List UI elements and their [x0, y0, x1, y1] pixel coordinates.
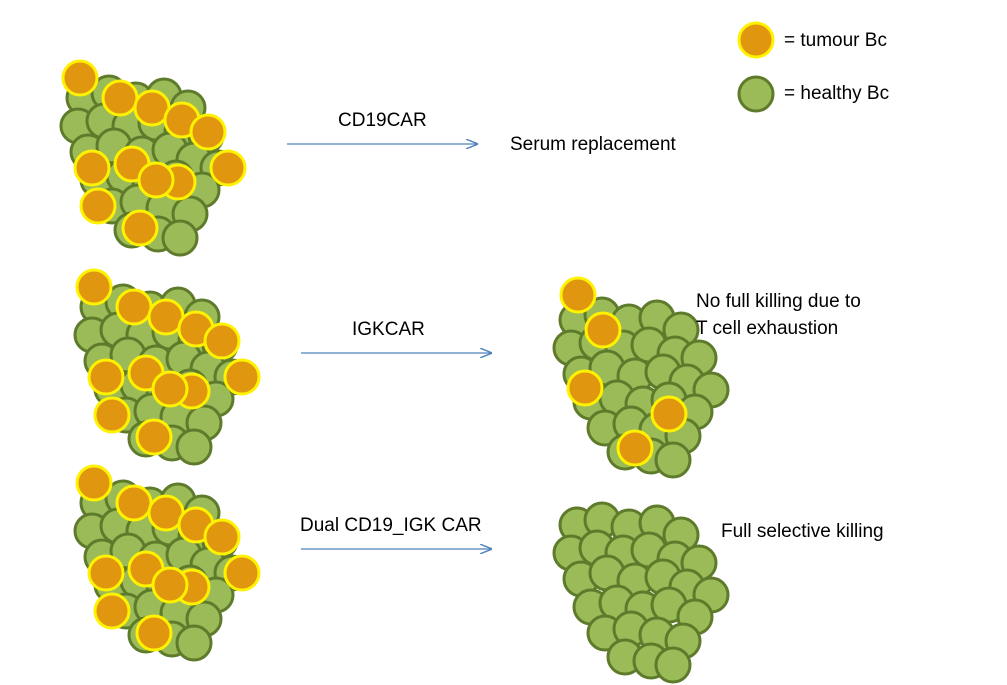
tumour-cell [650, 395, 688, 433]
tumour-cell [209, 149, 247, 187]
cluster-row-2-after [552, 276, 730, 479]
healthy-cell [175, 428, 213, 466]
tumour-cell [73, 149, 111, 187]
tumour-cell [135, 418, 173, 456]
tumour-cell [203, 322, 241, 360]
legend-healthy-swatch [737, 75, 775, 113]
cluster-row-3-before [73, 464, 261, 662]
legend-tumour-label: = tumour Bc [784, 30, 887, 51]
outcome-serum-replacement: Serum replacement [510, 134, 676, 155]
tumour-cell [223, 358, 261, 396]
arrow-label-igkcar: IGKCAR [352, 319, 425, 340]
tumour-cell [61, 59, 99, 97]
tumour-cell [93, 396, 131, 434]
tumour-cell [87, 554, 125, 592]
tumour-cell [87, 358, 125, 396]
tumour-cell [75, 464, 113, 502]
tumour-cell [584, 311, 622, 349]
healthy-cell [161, 219, 199, 257]
arrow-label-cd19car: CD19CAR [338, 110, 427, 131]
outcome-no-full-killing-line-1: No full killing due to [696, 291, 861, 312]
outcome-no-full-killing-line-2: T cell exhaustion [696, 318, 839, 339]
cluster-row-3-after [552, 501, 730, 684]
outcome-full-selective-killing: Full selective killing [721, 521, 884, 542]
tumour-cell [151, 566, 189, 604]
tumour-cell [115, 288, 153, 326]
arrow-label-dual-car: Dual CD19_IGK CAR [300, 515, 482, 536]
tumour-cell [75, 268, 113, 306]
legend-healthy-label: = healthy Bc [784, 83, 890, 104]
tumour-cell [93, 592, 131, 630]
tumour-cell [115, 484, 153, 522]
tumour-cell [223, 554, 261, 592]
tumour-cell [135, 614, 173, 652]
cluster-row-2-before [73, 268, 261, 466]
tumour-cell [151, 370, 189, 408]
legend-tumour-swatch [737, 21, 775, 59]
tumour-cell [79, 187, 117, 225]
healthy-cell [654, 646, 692, 684]
tumour-cell [566, 369, 604, 407]
tumour-cell [121, 209, 159, 247]
healthy-cell [175, 624, 213, 662]
tumour-cell [559, 276, 597, 314]
tumour-cell [101, 79, 139, 117]
tumour-cell [203, 518, 241, 556]
tumour-cell [616, 429, 654, 467]
healthy-cell [654, 441, 692, 479]
tumour-cell [137, 161, 175, 199]
tumour-cell [189, 113, 227, 151]
cluster-row-1-before [59, 59, 247, 257]
